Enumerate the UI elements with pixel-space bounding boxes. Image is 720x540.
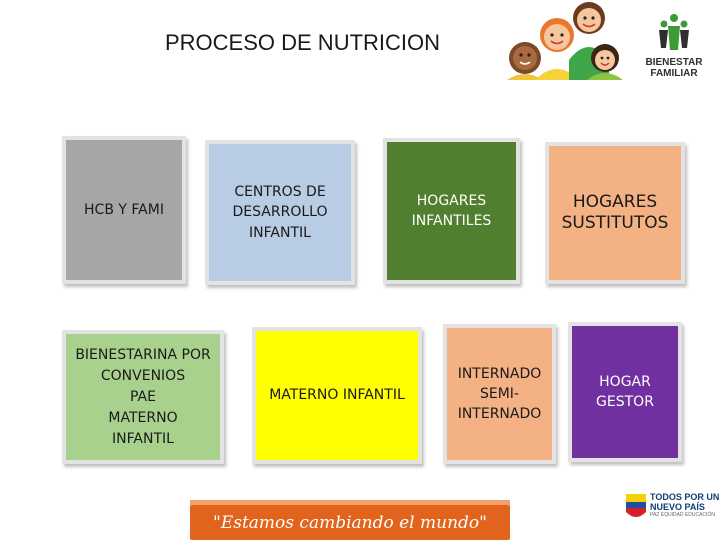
bienestar-familiar-logo: BIENESTAR FAMILIAR: [636, 12, 712, 92]
gov-logo-line-2: NUEVO PAÍS: [650, 502, 705, 512]
gov-logo-line-1: TODOS POR UN: [650, 492, 720, 502]
card-cdi-label: CENTROS DE DESARROLLO INFANTIL: [232, 184, 328, 241]
card-materno-infantil-label: MATERNO INFANTIL: [269, 387, 405, 404]
gov-logo-line-3: PAZ EQUIDAD EDUCACIÓN: [650, 512, 715, 518]
card-materno-infantil: MATERNO INFANTIL: [252, 327, 422, 464]
gov-logo: TODOS POR UN NUEVO PAÍS PAZ EQUIDAD EDUC…: [622, 488, 720, 528]
page-title: PROCESO DE NUTRICION: [165, 30, 441, 55]
card-bienestarina: BIENESTARINA POR CONVENIOS PAE MATERNO I…: [62, 330, 224, 464]
logo-line-1: BIENESTAR: [645, 57, 703, 68]
children-illustration: [497, 0, 627, 80]
card-hcb-y-fami: HCB Y FAMI: [62, 136, 186, 284]
card-internado: INTERNADO SEMI- INTERNADO: [443, 324, 556, 464]
logo-line-2: FAMILIAR: [650, 68, 698, 79]
flag-shield-icon: [626, 494, 646, 517]
card-hogar-gestor: HOGAR GESTOR: [568, 322, 682, 462]
slogan-banner: "Estamos cambiando el mundo": [190, 505, 510, 540]
family-icon: [659, 14, 689, 50]
card-hogares-infantiles-label: HOGARES INFANTILES: [411, 192, 492, 229]
card-hogar-gestor-label: HOGAR GESTOR: [596, 373, 654, 410]
card-hogares-sustitutos-label: HOGARES SUSTITUTOS: [561, 191, 669, 233]
card-centros-desarrollo: CENTROS DE DESARROLLO INFANTIL: [205, 140, 355, 285]
card-hogares-infantiles: HOGARES INFANTILES: [383, 138, 520, 284]
card-internado-label: INTERNADO SEMI- INTERNADO: [457, 365, 542, 423]
banner-stripe: [190, 500, 510, 505]
card-hcb-label: HCB Y FAMI: [84, 201, 164, 218]
card-bienestarina-label: BIENESTARINA POR CONVENIOS PAE MATERNO I…: [75, 346, 211, 447]
card-hogares-sustitutos: HOGARES SUSTITUTOS: [545, 142, 685, 284]
